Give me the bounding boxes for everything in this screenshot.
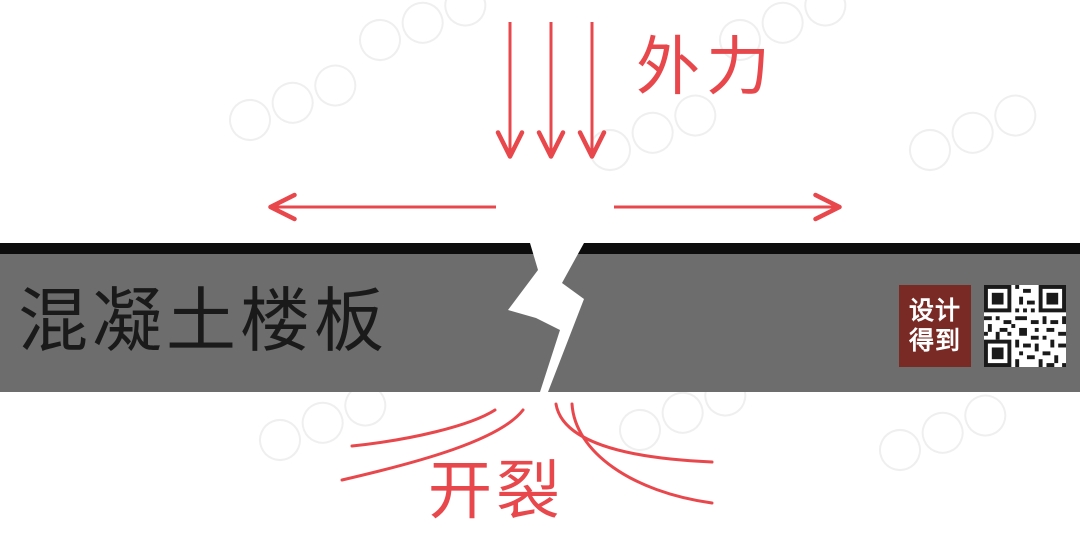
crack-curve-left-outer [340,408,525,482]
badge-line-2: 得到 [908,326,961,355]
brand-badge: 设计 得到 [899,285,971,367]
slab-label: 混凝土楼板 [18,280,388,362]
qr-code-icon [984,285,1066,367]
down-arrows-icon [495,22,607,159]
crack-label: 开裂 [428,455,564,529]
crack-curve-right-inner [554,402,714,464]
crack-lines [340,402,714,505]
badge-line-1: 设计 [908,296,961,325]
force-label: 外力 [636,31,776,105]
crack-curve-right-outer [570,402,714,505]
lightning-crack-icon [508,243,584,392]
crack-curve-left-inner [350,408,497,448]
